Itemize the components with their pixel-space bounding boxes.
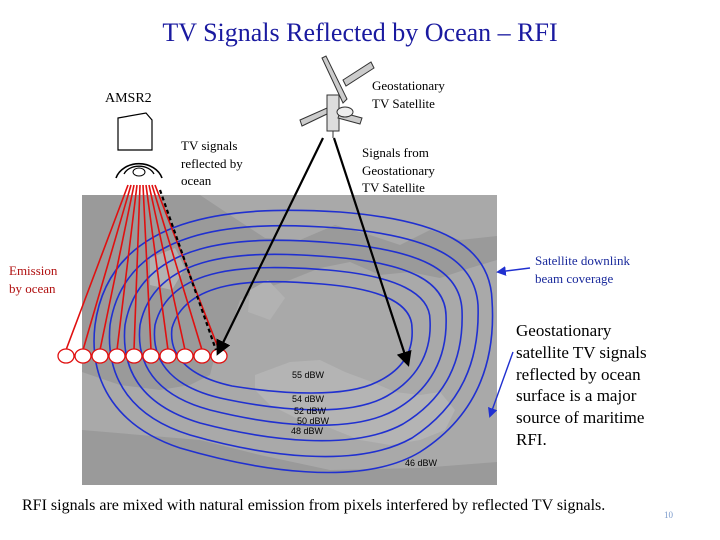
- signals-from-line: Geostationary: [362, 162, 435, 178]
- tv-reflected-line: TV signals: [181, 138, 238, 153]
- side-note-line: surface is a major: [516, 386, 637, 406]
- signal-arrows: [158, 137, 412, 367]
- page-title: TV Signals Reflected by Ocean – RFI: [162, 18, 558, 47]
- side-note-line: RFI.: [516, 429, 547, 449]
- beam-contours: [93, 209, 494, 474]
- contour-label: 55 dBW: [292, 370, 325, 380]
- tv-reflected-line: ocean: [181, 173, 212, 189]
- contour-label: 52 dBW: [294, 406, 327, 416]
- satellite-label-line: TV Satellite: [372, 95, 435, 111]
- contour-label-group: 55 dBW 54 dBW 52 dBW 50 dBW 48 dBW 46 dB…: [291, 370, 438, 468]
- emission-label-line: by ocean: [9, 280, 56, 296]
- radiometer-icon: [115, 112, 163, 179]
- contour-label: 48 dBW: [291, 426, 324, 436]
- contour-label: 46 dBW: [405, 458, 438, 468]
- emission-label: Emission by ocean: [9, 262, 57, 297]
- europe-map: [82, 195, 497, 485]
- tv-reflected-line: reflected by: [181, 155, 243, 171]
- emission-label-line: Emission: [9, 263, 58, 278]
- callout-arrows: [488, 266, 531, 418]
- side-note: Geostationary satellite TV signals refle…: [516, 320, 647, 451]
- satellite-icon: [299, 55, 375, 138]
- side-note-line: Geostationary: [516, 321, 612, 340]
- signals-from-label: Signals from Geostationary TV Satellite: [362, 144, 435, 197]
- side-note-line: reflected by ocean: [516, 364, 641, 384]
- downlink-label-line: beam coverage: [535, 270, 614, 286]
- side-note-line: source of maritime: [516, 408, 645, 427]
- tv-reflected-label: TV signals reflected by ocean: [181, 137, 243, 190]
- downlink-label-line: Satellite downlink: [535, 253, 630, 268]
- emission-beams: [65, 184, 220, 351]
- satellite-label-line: Geostationary: [372, 78, 445, 93]
- contour-label: 50 dBW: [297, 416, 330, 426]
- contour-label: 54 dBW: [292, 394, 325, 404]
- footprint-ellipses: [57, 348, 228, 364]
- signals-from-line: Signals from: [362, 145, 429, 160]
- footnote: RFI signals are mixed with natural emiss…: [22, 497, 606, 514]
- side-note-line: satellite TV signals: [516, 342, 647, 362]
- signals-from-line: TV Satellite: [362, 180, 425, 196]
- satellite-label: Geostationary TV Satellite: [372, 77, 445, 112]
- downlink-label: Satellite downlink beam coverage: [535, 252, 630, 287]
- slide-number: 10: [664, 510, 673, 520]
- amsr2-label: AMSR2: [105, 91, 152, 106]
